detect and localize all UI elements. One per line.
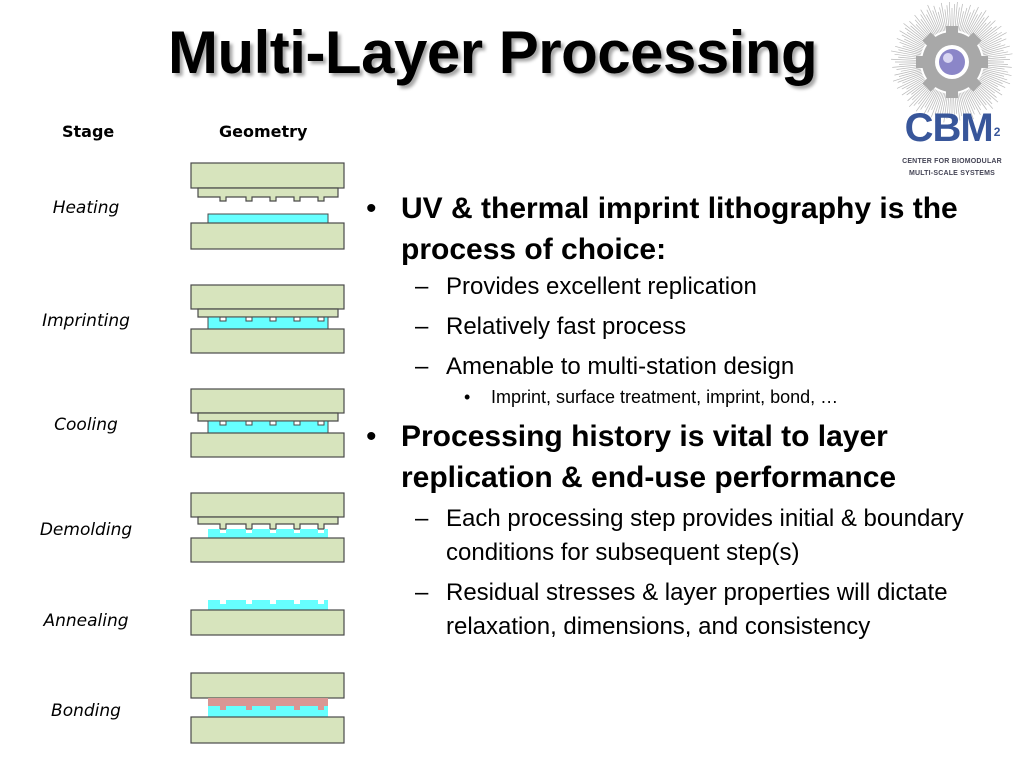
cbm-logo: CBM2 CENTER FOR BIOMODULAR MULTI-SCALE S… [884, 2, 1020, 186]
bullet-dot-icon: • [366, 420, 377, 453]
geometry-cooling [188, 387, 348, 459]
slide-title: Multi-Layer Processing [168, 19, 818, 86]
stage-label-imprinting: Imprinting [42, 311, 130, 331]
stage-column-header: Stage [62, 122, 115, 141]
bullet-text: Processing history is vital to layer rep… [401, 420, 897, 494]
bullet-list: • UV & thermal imprint lithography is th… [360, 188, 1010, 644]
stage-label-cooling: Cooling [54, 415, 118, 435]
stage-label-demolding: Demolding [39, 520, 133, 540]
bullet-item: • UV & thermal imprint lithography is th… [360, 188, 1010, 270]
sub-bullet-text: Each processing step provides initial & … [446, 505, 964, 566]
logo-subtitle-line2: MULTI-SCALE SYSTEMS [908, 170, 996, 177]
sub-bullet-item: – Relatively fast process [360, 310, 1010, 344]
sub-bullet-text: Relatively fast process [446, 313, 687, 340]
geometry-imprinting [188, 283, 348, 355]
bullet-dot-icon: • [464, 387, 471, 407]
logo-emblem-icon [890, 2, 1013, 123]
dash-icon: – [415, 505, 429, 532]
sub-bullet-text: Provides excellent replication [446, 273, 757, 300]
bullet-dot-icon: • [366, 192, 377, 225]
sub-sub-bullet-text: Imprint, surface treatment, imprint, bon… [491, 387, 839, 407]
bullet-item: • Processing history is vital to layer r… [360, 416, 1010, 498]
geometry-column-header: Geometry [219, 122, 308, 141]
sub-bullet-text: Amenable to multi-station design [446, 353, 795, 380]
dash-icon: – [415, 353, 429, 380]
stage-label-bonding: Bonding [51, 701, 121, 721]
geometry-heating [188, 160, 348, 252]
sub-bullet-item: – Residual stresses & layer properties w… [360, 576, 1010, 644]
logo-wordmark: CBM2 [904, 106, 1001, 150]
sub-sub-bullet-item: • Imprint, surface treatment, imprint, b… [360, 384, 1010, 410]
geometry-demolding [188, 491, 348, 565]
sub-bullet-text: Residual stresses & layer properties wil… [446, 579, 948, 640]
stage-label-annealing: Annealing [43, 611, 129, 631]
sub-bullet-item: – Amenable to multi-station design [360, 350, 1010, 384]
geometry-annealing [188, 598, 348, 638]
dash-icon: – [415, 313, 429, 340]
dash-icon: – [415, 273, 429, 300]
sub-bullet-item: – Each processing step provides initial … [360, 502, 1010, 570]
bullet-text: UV & thermal imprint lithography is the … [401, 192, 958, 266]
geometry-bonding [188, 670, 348, 746]
stage-label-heating: Heating [52, 198, 120, 218]
sub-bullet-item: – Provides excellent replication [360, 270, 1010, 304]
logo-subtitle-line1: CENTER FOR BIOMODULAR [902, 158, 1002, 165]
dash-icon: – [415, 579, 429, 606]
